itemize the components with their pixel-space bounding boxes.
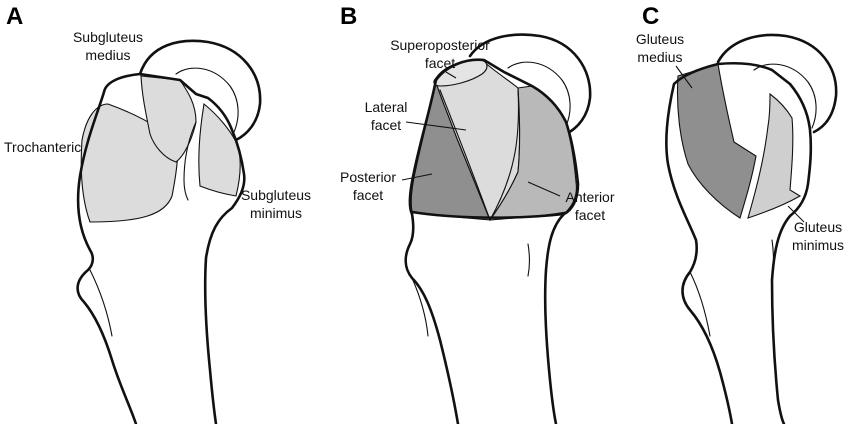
femoral-head-b	[468, 33, 592, 136]
lesser-trochanter-line-b	[411, 277, 429, 337]
label-subgluteus-minimus-line1: Subgluteus	[241, 187, 311, 203]
femoral-head-c	[716, 33, 838, 134]
lesser-trochanter-line-c	[689, 271, 711, 337]
intertrochanteric-line-a	[183, 121, 197, 201]
subgluteus-minimus-region	[198, 102, 241, 197]
femur-top-edge-b	[434, 58, 580, 216]
femur-outline-a	[76, 72, 142, 424]
panel-letter-b: B	[340, 3, 357, 30]
head-inner-arc-a	[175, 67, 239, 133]
label-gluteus-minimus-line1: Gluteus	[794, 219, 842, 235]
label-gluteus-medius-line1: Gluteus	[636, 31, 684, 47]
leader-posterior	[401, 173, 433, 181]
label-trochanteric: Trochanteric	[4, 139, 81, 155]
label-superoposterior-line1: Superoposterior	[390, 37, 490, 53]
femoral-head-a	[138, 39, 262, 142]
panel-b: B Superoposterior facet Lateral facet Po…	[340, 3, 615, 424]
facet-divider-2	[489, 87, 520, 221]
label-posterior-line1: Posterior	[340, 169, 396, 185]
label-gluteus-minimus-line2: minimus	[792, 237, 844, 253]
femur-top-edge-c	[716, 61, 813, 424]
label-subgluteus-medius-line2: medius	[85, 47, 130, 63]
femur-shaft-right-b	[543, 212, 566, 424]
femur-top-edge-a	[138, 72, 246, 424]
panel-a: A Subgluteus medius Trochanteric Subglut…	[4, 3, 311, 424]
leader-gluteus-medius	[675, 65, 693, 89]
label-anterior-line2: facet	[575, 207, 605, 223]
lesser-trochanter-line-a	[89, 269, 113, 337]
label-subgluteus-medius-line1: Subgluteus	[73, 29, 143, 45]
head-inner-arc-c	[753, 63, 817, 129]
facet-base-line-b	[410, 210, 566, 219]
shaft-line-c	[771, 239, 775, 279]
subgluteus-medius-region	[140, 75, 197, 163]
label-lateral-line2: facet	[371, 117, 401, 133]
head-inner-arc-b	[507, 61, 571, 127]
label-subgluteus-minimus-line2: minimus	[250, 205, 302, 221]
panel-letter-a: A	[6, 3, 23, 30]
facet-divider-1	[439, 89, 491, 221]
panel-letter-c: C	[642, 3, 659, 30]
label-gluteus-medius-line2: medius	[637, 49, 682, 65]
label-anterior-line1: Anterior	[565, 189, 614, 205]
gluteus-medius-region	[676, 63, 757, 219]
label-superoposterior-line2: facet	[425, 55, 455, 71]
shaft-line-b	[527, 243, 531, 277]
femur-outline-c	[665, 62, 734, 424]
label-posterior-line2: facet	[353, 187, 383, 203]
label-lateral-line1: Lateral	[365, 99, 408, 115]
panel-c: C Gluteus medius Gluteus minimus	[636, 3, 844, 424]
femur-outline-b	[404, 78, 460, 424]
leader-lateral	[405, 121, 467, 131]
leader-superoposterior	[445, 71, 457, 79]
leader-gluteus-minimus	[787, 205, 805, 223]
leader-anterior	[527, 181, 561, 197]
gluteus-minimus-region	[747, 92, 802, 219]
